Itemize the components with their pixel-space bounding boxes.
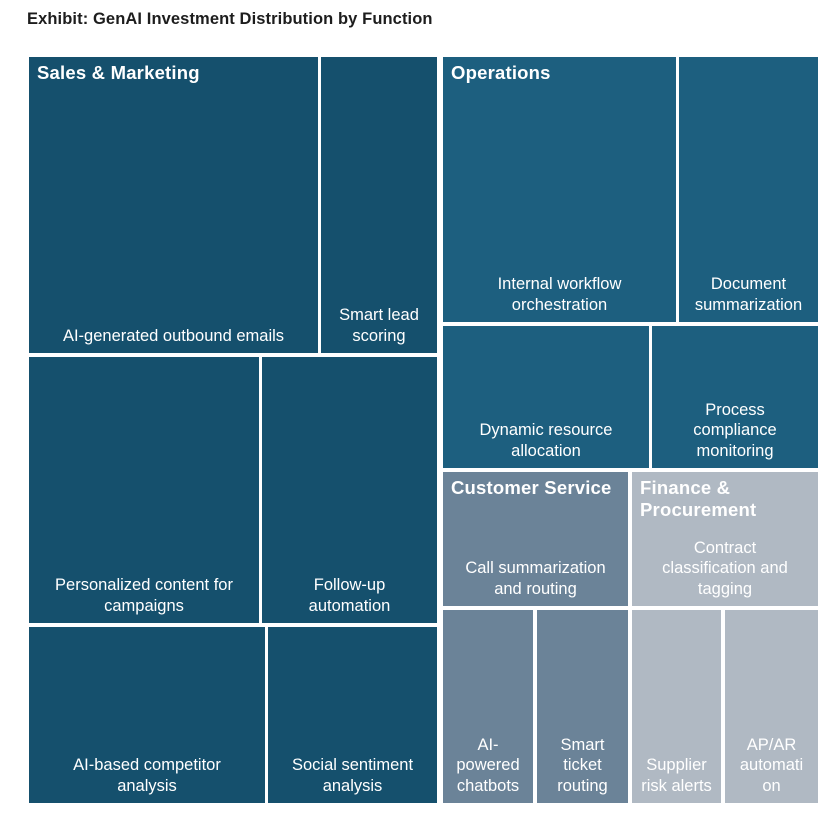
cell-personalized-content-for-campaigns: Personalized content for campaigns xyxy=(29,357,259,623)
cell-label: Internal workflow orchestration xyxy=(497,275,622,314)
cell-label: AI- powered chatbots xyxy=(456,735,520,795)
cell-social-sentiment-analysis: Social sentiment analysis xyxy=(268,627,437,803)
cell-call-summarization-and-routing: Call summarization and routing xyxy=(443,472,628,606)
cell-ai-generated-outbound-emails: AI-generated outbound emails xyxy=(29,57,318,353)
cell-label: Document summarization xyxy=(694,275,803,314)
cell-label: Personalized content for campaigns xyxy=(55,576,233,615)
cell-label: Social sentiment analysis xyxy=(291,756,414,795)
cell-label: Follow-up automation xyxy=(308,576,391,615)
cell-label: Supplier risk alerts xyxy=(641,756,712,795)
cell-label: Process compliance monitoring xyxy=(693,400,777,460)
cell-label: Smart ticket routing xyxy=(557,735,608,795)
cell-process-compliance-monitoring: Process compliance monitoring xyxy=(652,326,818,468)
cell-label: Call summarization and routing xyxy=(465,559,606,598)
cell-smart-lead-scoring: Smart lead scoring xyxy=(321,57,437,353)
cell-dynamic-resource-allocation: Dynamic resource allocation xyxy=(443,326,649,468)
cell-smart-ticket-routing: Smart ticket routing xyxy=(537,610,628,803)
cell-label: AI-based competitor analysis xyxy=(73,756,221,795)
cell-supplier-risk-alerts: Supplier risk alerts xyxy=(632,610,721,803)
cell-label: AI-generated outbound emails xyxy=(62,326,285,345)
cell-contract-classification-and-tagging: Contract classification and tagging xyxy=(632,472,818,606)
cell-ai-powered-chatbots: AI- powered chatbots xyxy=(443,610,533,803)
cell-label: Dynamic resource allocation xyxy=(479,421,613,460)
cell-follow-up-automation: Follow-up automation xyxy=(262,357,437,623)
cell-label: AP/AR automati on xyxy=(739,735,804,795)
cell-document-summarization: Document summarization xyxy=(679,57,818,322)
cell-internal-workflow-orchestration: Internal workflow orchestration xyxy=(443,57,676,322)
cell-label: Smart lead scoring xyxy=(339,306,419,345)
cell-label: Contract classification and tagging xyxy=(662,538,788,598)
cell-ap-ar-automation: AP/AR automati on xyxy=(725,610,818,803)
chart-title: Exhibit: GenAI Investment Distribution b… xyxy=(27,10,433,28)
cell-ai-based-competitor-analysis: AI-based competitor analysis xyxy=(29,627,265,803)
